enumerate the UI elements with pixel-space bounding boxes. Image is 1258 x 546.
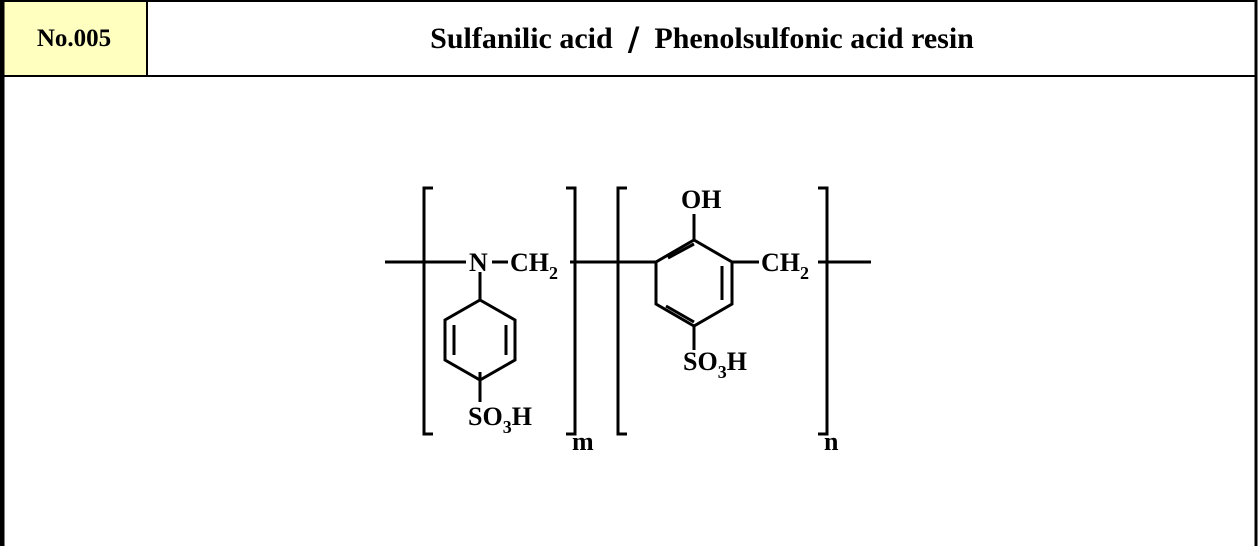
backbone-bonds	[385, 260, 871, 300]
benzene-ring-1	[443, 298, 517, 402]
so3h-label-1: SO3H	[468, 402, 532, 437]
benzene-ring-2	[654, 214, 734, 350]
so3h-label-2: SO3H	[683, 347, 747, 382]
subscript-n: n	[824, 427, 839, 456]
compound-title: Sulfanilic acid / Phenolsulfonic acid re…	[148, 2, 1256, 75]
title-right: Phenolsulfonic acid resin	[654, 21, 974, 55]
ch2-label-2: CH2	[761, 248, 809, 283]
oh-label: OH	[681, 185, 721, 214]
title-separator: /	[627, 19, 640, 58]
ch2-label-1: CH2	[510, 248, 558, 283]
subscript-m: m	[572, 427, 594, 456]
record-id: No.005	[2, 2, 146, 75]
title-left: Sulfanilic acid	[430, 21, 613, 55]
nitrogen-label: N	[469, 248, 488, 277]
bracket-m	[422, 186, 577, 436]
bracket-n	[616, 186, 829, 436]
